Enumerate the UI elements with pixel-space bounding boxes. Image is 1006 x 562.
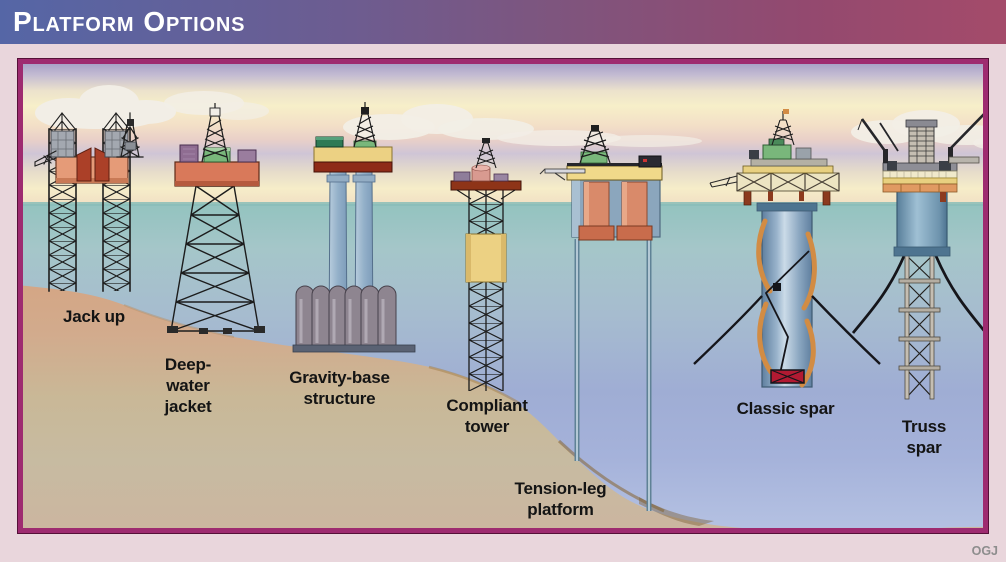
credit-ogj: OGJ (971, 544, 998, 558)
compliant-buoyancy-section (465, 233, 507, 283)
truss-spar-derrick (905, 119, 938, 164)
truss-spar-moorings (851, 255, 983, 334)
jacket-derrick (201, 103, 229, 163)
diagram-frame: Jack up Deep- water jacket Gravity-base … (18, 59, 988, 533)
scene: Jack up Deep- water jacket Gravity-base … (23, 64, 983, 528)
label-classic-spar: Classic spar (736, 399, 835, 418)
title-word-options: options (143, 6, 246, 37)
title-word-platform: Platform (13, 6, 135, 37)
platform-truss-spar (851, 113, 983, 400)
classic-spar-moorings (693, 295, 881, 365)
tlp-derrick (579, 125, 611, 164)
clouds (35, 85, 983, 149)
platform-tension-leg (539, 125, 663, 511)
platform-gravity-base (292, 102, 416, 353)
tlp-crane (539, 168, 586, 181)
platform-classic-spar (693, 109, 881, 388)
jacket-lattice (170, 185, 260, 332)
classic-spar-hull (761, 206, 813, 388)
platform-compliant-tower (450, 138, 522, 391)
truss-spar-truss (898, 253, 941, 400)
page-title: Platform options (13, 5, 245, 42)
classic-spar-boom (709, 175, 738, 188)
platform-jack-up (34, 112, 144, 292)
classic-spar-derrick (771, 109, 795, 146)
label-truss-spar: Truss spar (901, 417, 947, 457)
tlp-tendons (574, 239, 652, 511)
label-compliant-tower: Compliant tower (446, 396, 528, 436)
label-deep-water-jacket: Deep- water jacket (164, 355, 212, 416)
truss-spar-hull (896, 190, 948, 256)
compliant-derrick (475, 138, 497, 169)
header-bar: Platform options (0, 0, 1006, 44)
jack-up-derrick (116, 112, 144, 158)
gravity-derrick (353, 102, 377, 148)
gravity-deck (313, 146, 393, 163)
classic-spar-strakes (756, 218, 817, 388)
gravity-caissons (295, 285, 397, 350)
scene-art (23, 85, 983, 528)
classic-spar-riser (764, 250, 810, 384)
truss-spar-cranes (857, 113, 983, 164)
label-tension-leg: Tension-leg platform (514, 479, 607, 519)
jack-up-cantilever (34, 150, 57, 167)
platform-deep-water-jacket (167, 103, 265, 334)
label-gravity-base: Gravity-base structure (289, 368, 390, 408)
label-jack-up: Jack up (63, 307, 125, 326)
compliant-deck (450, 180, 522, 191)
